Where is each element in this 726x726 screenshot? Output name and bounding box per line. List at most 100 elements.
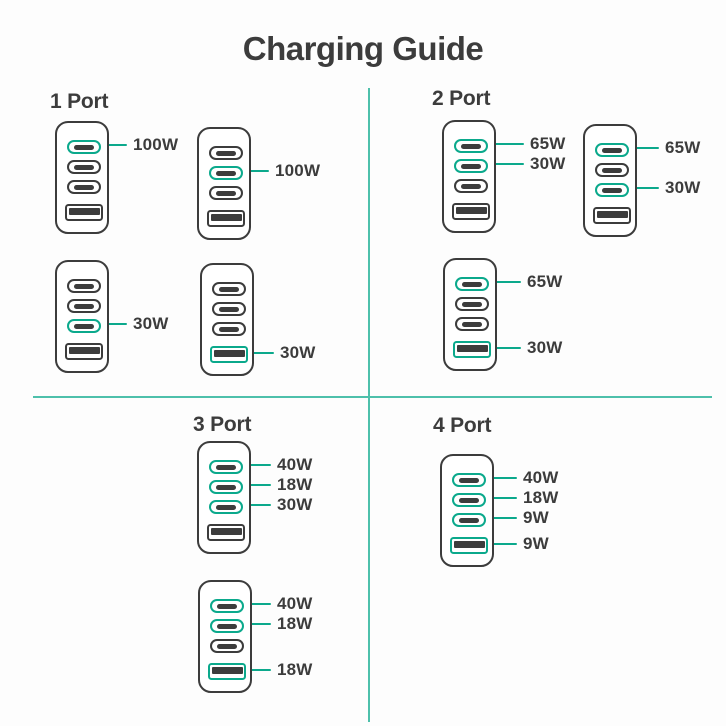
port-pin [453, 540, 485, 548]
usb-c-port [209, 146, 243, 160]
port-pin [74, 323, 94, 329]
wattage-label: 30W [665, 178, 701, 197]
port-pin [217, 643, 237, 649]
leader-line [495, 163, 524, 165]
port-pin [602, 147, 622, 153]
wattage-label: 30W [527, 337, 563, 357]
usb-c-port [67, 279, 101, 293]
leader-line [250, 464, 271, 466]
usb-c-port [454, 179, 488, 193]
port-pin [462, 281, 482, 287]
usb-a-port [452, 203, 490, 220]
section-label-2-port: 2 Port [432, 87, 491, 110]
port-pin [216, 484, 236, 490]
port-pin [74, 283, 94, 289]
port-pin [216, 504, 236, 510]
usb-c-port [212, 322, 246, 336]
leader-line [253, 351, 274, 354]
charger-body [200, 263, 254, 376]
leader-line [493, 477, 517, 479]
port-pin [68, 207, 100, 215]
wattage-label: 30W [277, 495, 313, 514]
leader-line [251, 668, 271, 671]
port-pin [461, 163, 481, 169]
page-title: Charging Guide [242, 30, 484, 67]
port-pin [74, 164, 94, 170]
wattage-label: 100W [275, 161, 321, 180]
usb-c-port [67, 160, 101, 174]
usb-c-port [209, 480, 243, 494]
port-pin [456, 344, 488, 352]
leader-line [493, 517, 517, 519]
usb-c-port [454, 139, 488, 153]
wattage-label: 18W [277, 659, 313, 679]
wattage-label: 65W [665, 138, 701, 157]
usb-a-port [210, 346, 248, 363]
usb-c-port [455, 277, 489, 291]
charger-body [583, 124, 637, 237]
port-pin [455, 206, 487, 214]
port-pin [210, 527, 242, 535]
usb-c-port [67, 140, 101, 154]
charger-body [197, 441, 251, 554]
usb-c-port [595, 143, 629, 157]
wattage-label: 18W [277, 614, 313, 633]
port-pin [68, 346, 100, 354]
usb-a-port [65, 204, 103, 221]
usb-c-port [209, 500, 243, 514]
section-label-3-port: 3 Port [193, 413, 252, 436]
port-pin [459, 517, 479, 523]
quadrant-divider-vertical [368, 88, 370, 722]
leader-line [250, 170, 269, 172]
leader-line [493, 542, 517, 545]
usb-a-port [207, 210, 245, 227]
port-pin [219, 306, 239, 312]
port-pin [217, 623, 237, 629]
wattage-label: 40W [523, 468, 559, 487]
leader-line [496, 346, 521, 349]
usb-c-port [67, 299, 101, 313]
port-pin [74, 144, 94, 150]
charger-body [198, 580, 252, 693]
wattage-label: 100W [133, 135, 179, 154]
usb-c-port [209, 460, 243, 474]
wattage-label: 30W [133, 314, 169, 333]
leader-line [493, 497, 517, 499]
charger-body [442, 120, 496, 233]
leader-line [495, 143, 524, 145]
wattage-label: 40W [277, 594, 313, 613]
usb-a-port [453, 341, 491, 358]
wattage-label: 9W [523, 533, 549, 553]
usb-c-port [212, 282, 246, 296]
port-pin [216, 190, 236, 196]
port-pin [462, 301, 482, 307]
port-pin [462, 321, 482, 327]
wattage-label: 18W [277, 475, 313, 494]
leader-line [496, 281, 521, 283]
usb-c-port [455, 297, 489, 311]
port-pin [216, 150, 236, 156]
usb-c-port [595, 163, 629, 177]
usb-c-port [209, 166, 243, 180]
port-pin [74, 184, 94, 190]
usb-c-port [452, 513, 486, 527]
wattage-label: 9W [523, 508, 549, 527]
leader-line [250, 484, 271, 486]
leader-line [251, 623, 271, 625]
charger-body [443, 258, 497, 371]
leader-line [108, 144, 127, 146]
charger-body [440, 454, 494, 567]
port-pin [461, 143, 481, 149]
charger-body [55, 121, 109, 234]
charger-body [197, 127, 251, 240]
port-pin [213, 349, 245, 357]
usb-c-port [455, 317, 489, 331]
port-pin [596, 210, 628, 218]
port-pin [74, 303, 94, 309]
usb-c-port [595, 183, 629, 197]
charger-body [55, 260, 109, 373]
quadrant-divider-horizontal [33, 396, 712, 398]
usb-c-port [210, 639, 244, 653]
port-pin [602, 167, 622, 173]
port-pin [602, 187, 622, 193]
